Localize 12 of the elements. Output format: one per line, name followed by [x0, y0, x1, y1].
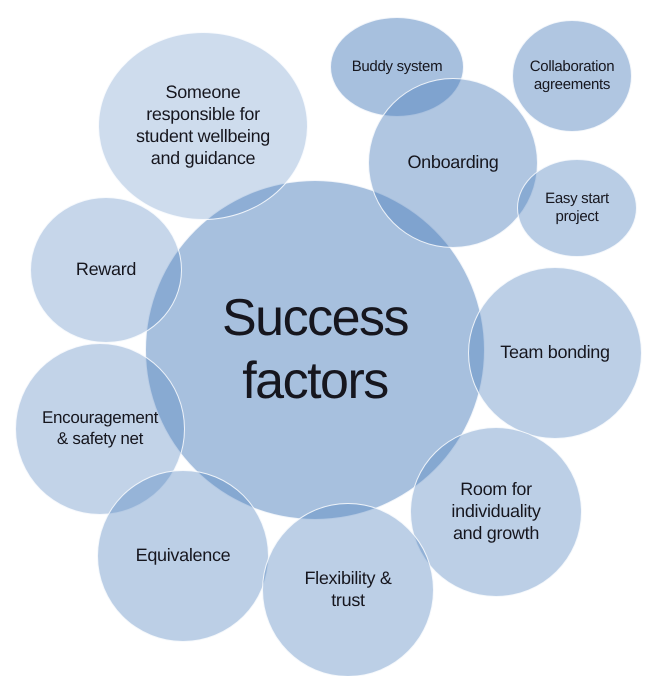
bubble-label: Buddy system: [350, 58, 444, 76]
center-title: Success factors: [220, 288, 410, 412]
bubble-label: Onboarding: [406, 152, 500, 174]
bubble-label: Equivalence: [134, 545, 232, 567]
bubble-label: Someone responsible for student wellbeing and guidance: [135, 82, 271, 170]
bubble-label: Easy start project: [544, 190, 610, 226]
bubble-label: Room for individuality and growth: [450, 479, 542, 545]
bubble-label: Collaboration agreements: [528, 58, 616, 94]
bubble-label: Flexibility & trust: [303, 568, 393, 612]
bubble-label: Team bonding: [499, 342, 611, 364]
bubble-label: Encouragement & safety net: [40, 408, 160, 450]
bubble-label: Reward: [74, 259, 138, 281]
